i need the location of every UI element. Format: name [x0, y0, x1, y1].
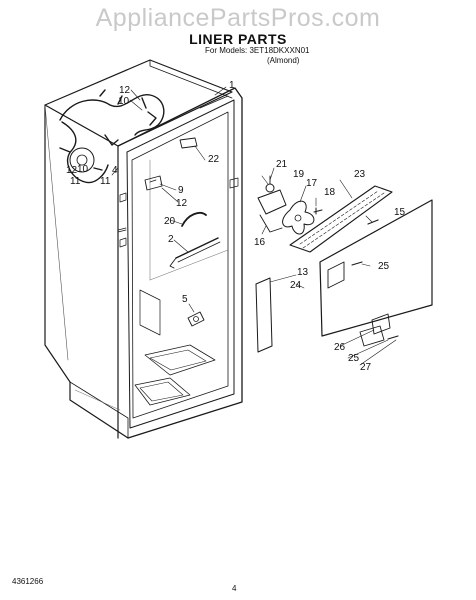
callout-24: 24	[290, 280, 302, 291]
callout-5: 5	[182, 294, 188, 305]
callout-11-left: 11	[70, 176, 81, 187]
callout-17: 17	[306, 178, 318, 189]
model-color: (Almond)	[267, 56, 300, 65]
callout-13: 13	[297, 267, 309, 278]
wiring-harness	[59, 89, 165, 184]
callout-11-right: 11	[100, 176, 111, 187]
callout-20: 20	[164, 216, 176, 227]
leader-lines	[111, 86, 397, 366]
callout-26: 26	[334, 342, 346, 353]
callout-10-top: 10	[118, 96, 130, 107]
callout-25-upper: 25	[378, 261, 390, 272]
page-number: 4	[232, 584, 237, 593]
model-number: For Models: 3ET18DKXXN01	[205, 46, 310, 55]
part-2-heater	[169, 237, 221, 269]
callout-25-lower: 25	[348, 353, 360, 364]
part-26-bracket	[371, 313, 391, 335]
diagram-title: LINER PARTS	[189, 31, 287, 47]
fan-motor-assembly	[257, 175, 315, 235]
part-13-panel	[255, 277, 273, 353]
callout-10-left: 10	[77, 164, 89, 175]
callout-2: 2	[168, 234, 174, 245]
callout-1: 1	[229, 80, 235, 91]
callout-12-top: 12	[119, 85, 131, 96]
watermark: AppliancePartsPros.com	[95, 4, 381, 32]
part-23-air-duct	[289, 185, 393, 253]
callout-22: 22	[208, 154, 220, 165]
part-18-screw	[313, 207, 323, 215]
part-24-evaporator-cover	[319, 199, 433, 347]
part-22-trim	[179, 137, 198, 149]
part-5-thermostat	[187, 311, 205, 327]
part-15-screw	[367, 219, 379, 225]
callout-27: 27	[360, 362, 372, 373]
callout-23: 23	[354, 169, 366, 180]
part-9-clip	[144, 175, 163, 191]
part-25-screws	[351, 261, 399, 340]
callout-9: 9	[178, 185, 184, 196]
part-20-tube	[181, 212, 207, 227]
callout-4: 4	[112, 165, 118, 176]
liner-cabinet	[44, 59, 243, 439]
callout-21: 21	[276, 159, 288, 170]
callout-19: 19	[293, 169, 305, 180]
document-number: 4361266	[12, 577, 44, 586]
model-info: For Models: 3ET18DKXXN01 (Almond)	[205, 46, 345, 66]
callout-16: 16	[254, 237, 266, 248]
callout-18: 18	[324, 187, 336, 198]
callout-12-mid: 12	[176, 198, 188, 209]
callout-15: 15	[394, 207, 406, 218]
callout-12-left: 12	[66, 165, 78, 176]
callout-labels: 1 12 10 22 12 10 4 11 11 9 12 20 2 5 21 …	[66, 80, 406, 373]
